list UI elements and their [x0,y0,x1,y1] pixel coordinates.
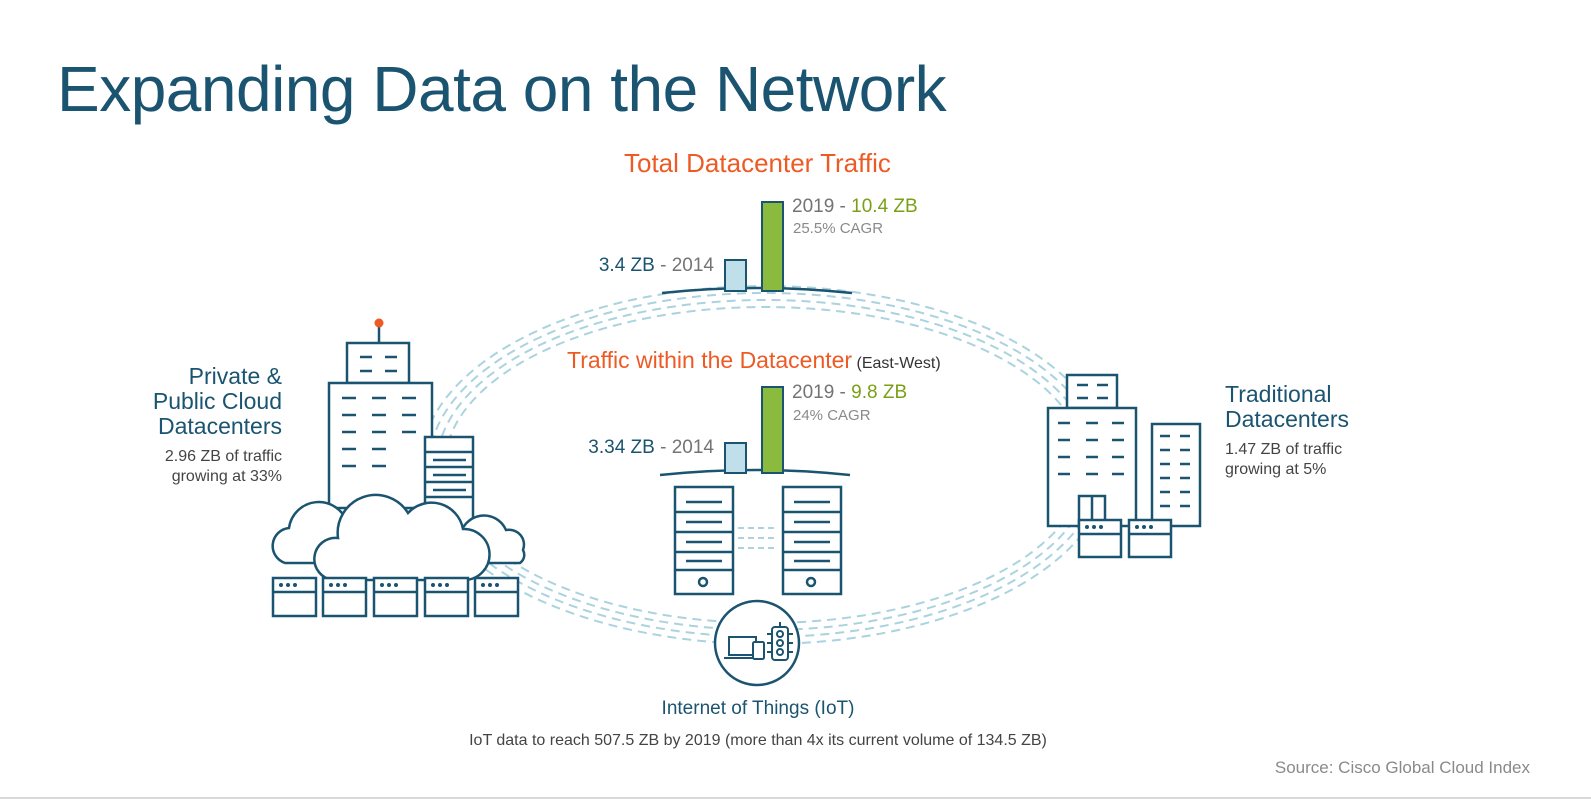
traditional-datacenters-label: Traditional Datacenters 1.47 ZB of traff… [1225,382,1349,480]
label-separator: - [834,196,852,217]
eastwest-2019-year: 2019 [792,382,835,403]
cloud-title-line: Public Cloud [152,388,282,414]
traditional-desc-line: growing at 5% [1225,461,1327,478]
server-icon [673,485,735,596]
server-link [738,527,778,549]
eastwest-2014-label: 3.34 ZB - 2014 [588,437,714,459]
eastwest-bar-2019 [761,386,784,474]
footer-divider [0,797,1591,799]
server-icon [781,485,843,596]
traditional-title-line: Traditional [1225,381,1332,407]
total-2019-value: 10.4 ZB [851,196,918,217]
eastwest-cagr: 24% CAGR [793,407,871,424]
label-separator: - [834,382,852,403]
server-led-dots [1085,525,1153,529]
total-traffic-title: Total Datacenter Traffic [624,148,891,178]
eastwest-2014-year: 2014 [671,437,714,458]
total-2019-label: 2019 - 10.4 ZB [792,196,918,218]
total-bar-2019 [761,201,784,292]
traditional-desc-line: 1.47 ZB of traffic [1225,441,1343,458]
cloud-title-line: Private & [188,363,282,389]
eastwest-bar-2014 [724,442,747,474]
eastwest-baseline [659,468,851,477]
total-2014-label: 3.4 ZB - 2014 [599,255,714,277]
eastwest-title-row: Traffic within the Datacenter (East-West… [567,347,941,374]
total-baseline [661,286,853,295]
label-separator: - [654,255,672,276]
cloud-icon [271,493,526,582]
traditional-title-line: Datacenters [1225,406,1350,432]
page-title: Expanding Data on the Network [57,53,947,125]
server-led-dots [279,583,499,587]
cloud-title-line: Datacenters [157,413,282,439]
phone-icon [752,641,765,660]
cloud-desc-line: 2.96 ZB of traffic [164,448,282,465]
total-2014-year: 2014 [671,255,714,276]
iot-description: IoT data to reach 507.5 ZB by 2019 (more… [469,732,1047,749]
eastwest-2014-value: 3.34 ZB [588,437,655,458]
traffic-light-icon [767,622,793,661]
building-icon [1046,373,1202,528]
cloud-desc-line: growing at 33% [171,468,282,485]
total-2019-year: 2019 [792,196,835,217]
eastwest-suffix: (East-West) [856,355,941,372]
label-separator: - [654,437,672,458]
iot-circle [713,599,801,687]
antenna-light [374,318,384,328]
iot-title: Internet of Things (IoT) [661,698,855,719]
cloud-datacenters-label: Private & Public Cloud Datacenters 2.96 … [153,364,282,487]
total-cagr: 25.5% CAGR [793,220,884,237]
building-icon [327,326,475,529]
total-2014-value: 3.4 ZB [598,255,655,276]
eastwest-2019-label: 2019 - 9.8 ZB [792,382,907,404]
source-note: Source: Cisco Global Cloud Index [1274,758,1530,777]
total-bar-2014 [724,259,747,292]
eastwest-2019-value: 9.8 ZB [851,382,908,403]
eastwest-title: Traffic within the Datacenter [567,347,853,373]
